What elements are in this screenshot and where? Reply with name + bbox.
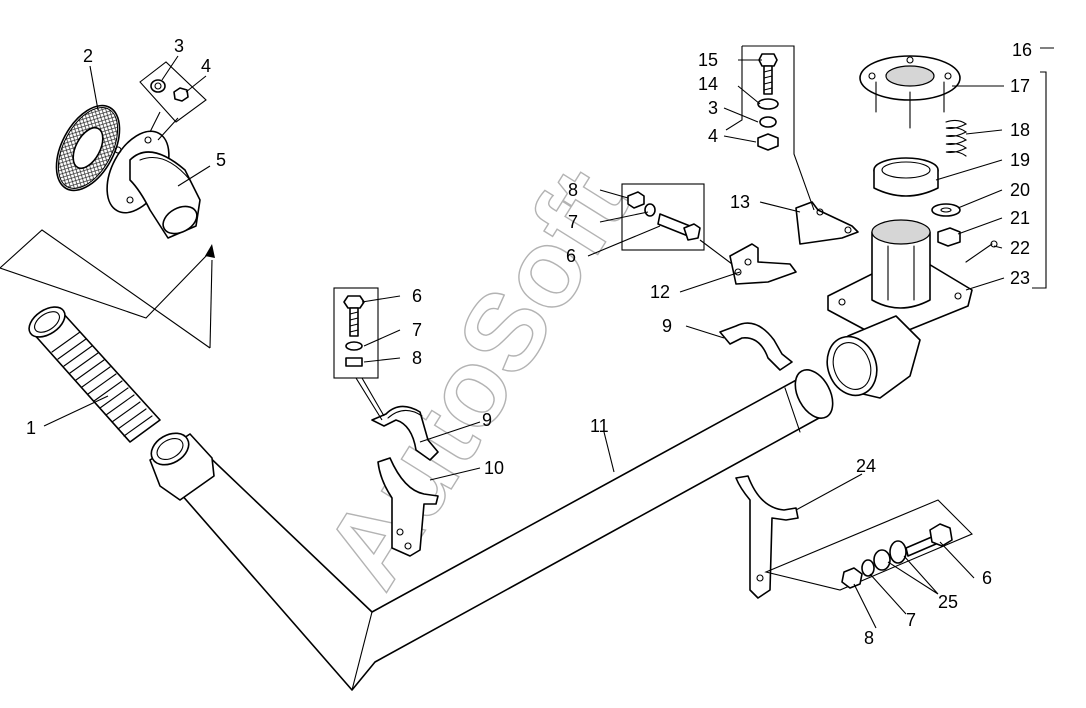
label-23: 23 xyxy=(1010,268,1030,288)
label-5: 5 xyxy=(216,150,226,170)
label-8b: 8 xyxy=(568,180,578,200)
muffler-inlet-housing xyxy=(826,219,973,399)
label-11: 11 xyxy=(590,416,609,436)
label-20: 20 xyxy=(1010,180,1030,200)
label-8c: 8 xyxy=(864,628,874,648)
sealing-ring xyxy=(873,157,939,197)
label-12: 12 xyxy=(650,282,670,302)
label-9b: 9 xyxy=(662,316,672,336)
label-7c: 7 xyxy=(906,610,916,630)
label-6b: 6 xyxy=(566,246,576,266)
bracket-13 xyxy=(795,201,859,245)
bolt-box-top xyxy=(725,45,815,211)
label-4b: 4 xyxy=(708,126,718,146)
label-13: 13 xyxy=(730,192,750,212)
label-22: 22 xyxy=(1010,238,1030,258)
label-25: 25 xyxy=(938,592,958,612)
label-19: 19 xyxy=(1010,150,1030,170)
flanged-elbow xyxy=(106,130,201,239)
washer-nut-pin xyxy=(931,203,998,263)
assembly-guide-line xyxy=(0,229,211,349)
bracket-12 xyxy=(729,243,797,285)
label-6a: 6 xyxy=(412,286,422,306)
label-17: 17 xyxy=(1010,76,1030,96)
gasket xyxy=(55,104,121,192)
label-3a: 3 xyxy=(174,36,184,56)
label-16: 16 xyxy=(1012,40,1032,60)
bracket-24 xyxy=(735,475,799,599)
label-7b: 7 xyxy=(568,212,578,232)
label-6c: 6 xyxy=(982,568,992,588)
bolt-box-left xyxy=(333,287,385,421)
group-bracket xyxy=(1032,47,1054,289)
label-2: 2 xyxy=(83,46,93,66)
label-14: 14 xyxy=(698,74,718,94)
leader-lines xyxy=(43,55,1005,629)
label-10: 10 xyxy=(484,458,504,478)
label-15: 15 xyxy=(698,50,718,70)
label-8a: 8 xyxy=(412,348,422,368)
top-flange xyxy=(859,55,961,129)
label-4a: 4 xyxy=(201,56,211,76)
nut-washer-box xyxy=(139,61,207,141)
spring xyxy=(945,119,968,157)
pipe-inlet xyxy=(149,432,215,501)
label-3b: 3 xyxy=(708,98,718,118)
assembly-arrow xyxy=(209,259,213,349)
callout-labels: 1 2 3 4 5 6 7 8 9 10 11 15 14 3 4 8 7 6 … xyxy=(26,36,1032,648)
bolt-box-middle xyxy=(621,183,733,265)
bracket-10 xyxy=(377,457,439,557)
fastener-set-lower xyxy=(764,499,973,591)
label-18: 18 xyxy=(1010,120,1030,140)
label-7a: 7 xyxy=(412,320,422,340)
label-24: 24 xyxy=(856,456,876,476)
label-9a: 9 xyxy=(482,410,492,430)
clamp-right xyxy=(719,322,793,371)
label-1: 1 xyxy=(26,418,36,438)
corrugated-hose xyxy=(28,306,161,443)
clamp-left xyxy=(371,405,439,461)
main-pipe xyxy=(159,369,834,691)
label-21: 21 xyxy=(1010,208,1030,228)
